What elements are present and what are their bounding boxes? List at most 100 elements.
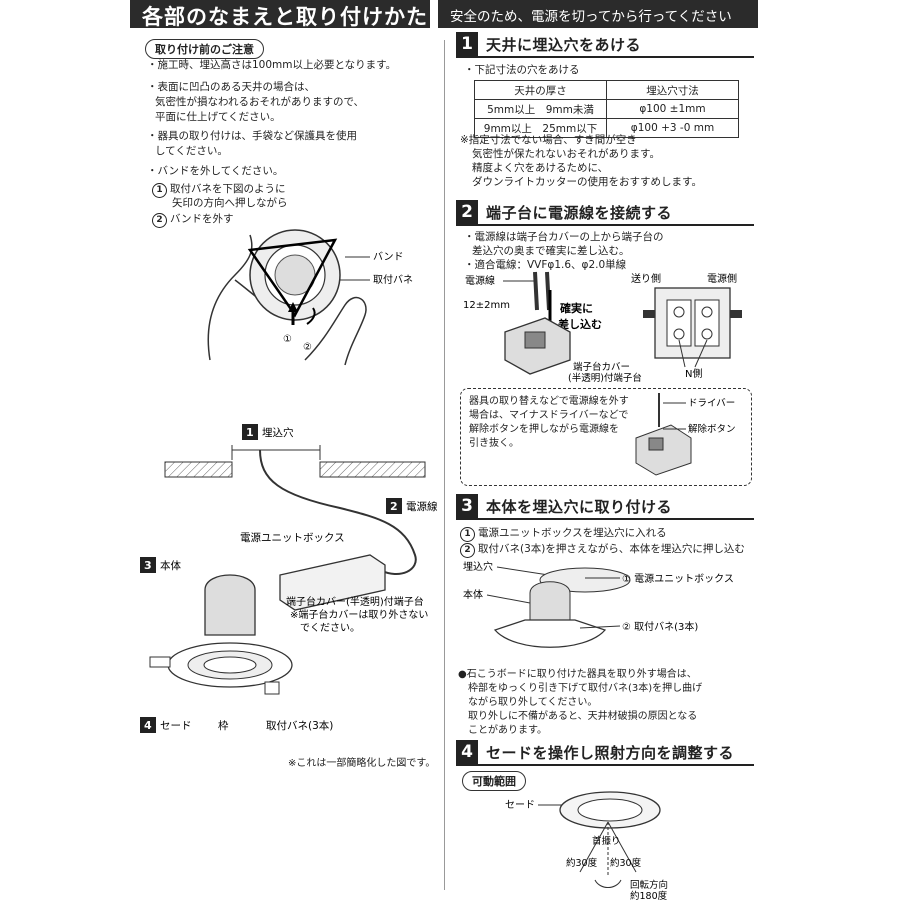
s4-lbl-rot-1: 回転方向 (630, 879, 668, 891)
section-1-note: ※指定寸法でない場合、すき間が空き (460, 134, 637, 146)
overview-terminal-label: 端子台カバー(半透明)付端子台 (286, 595, 424, 608)
table-header-row: 天井の厚さ 埋込穴寸法 (474, 80, 739, 100)
table-header: 天井の厚さ (474, 80, 607, 100)
removal-note-line: 解除ボタンを押しながら電源線を (469, 424, 619, 435)
overview-terminal-note2: でください。 (300, 622, 360, 634)
section-2-bullet: ・適合電線：VVFφ1.6、φ2.0単線 (464, 259, 627, 271)
page-title: 各部のなまえと取り付けかた (142, 5, 428, 29)
lbl-n: N側 (685, 367, 702, 380)
title-banner: 各部のなまえと取り付けかた (130, 0, 430, 29)
section-1-title: 天井に埋込穴をあける (486, 36, 642, 54)
precaution-line: ・バンドを外してください。 (147, 165, 284, 177)
hole-size-table: 天井の厚さ 埋込穴寸法 5mm以上 9mm未満 φ100 ±1mm 9mm以上 … (474, 80, 739, 138)
lbl-insert-2: 差し込む (558, 317, 602, 331)
release-button-diagram: ドライバー 解除ボタン (635, 393, 736, 476)
overview-shade-label: セード (160, 720, 192, 732)
section-4-title: セードを操作し照射方向を調整する (486, 744, 735, 762)
removal-warning: ながら取り外してください。 (468, 697, 598, 708)
lbl-out: 送り側 (631, 272, 661, 285)
overview-springs-label: 取付バネ(3本) (266, 719, 333, 732)
section-3-header: 3 本体を埋込穴に取り付ける (456, 494, 754, 520)
overview-terminal-note1: ※端子台カバーは取り外さない (290, 608, 428, 621)
marker-1: ① (283, 334, 292, 345)
lbl-wire: 電源線 (465, 274, 495, 287)
lbl-cover-1: 端子台カバー (573, 361, 630, 373)
section-1-note: ダウンライトカッターの使用をおすすめします。 (472, 176, 702, 188)
table-cell: 5mm以上 9mm未満 (474, 99, 607, 119)
lbl-cover-2: (半透明)付端子台 (568, 372, 642, 384)
s3-lbl-hole: 埋込穴 (463, 560, 493, 573)
overview-hole-label: 埋込穴 (262, 426, 294, 439)
safety-notice: 安全のため、電源を切ってから行ってください (450, 9, 732, 25)
section-1-intro: ・下記寸法の穴をあける (464, 64, 580, 76)
adjustment-range-diagram: セード 首振り 約30度 約30度 回転方向 約180度 (505, 791, 668, 900)
precaution-line: ・器具の取り付けは、手袋など保護具を使用 (147, 130, 357, 142)
safety-banner: 安全のため、電源を切ってから行ってください (438, 0, 758, 28)
column-divider (444, 40, 445, 890)
section-4-header: 4 セードを操作し照射方向を調整する (456, 740, 754, 766)
callout-band: バンド (373, 251, 404, 263)
band-step-1b: 矢印の方向へ押しながら (172, 197, 288, 209)
lbl-in: 電源側 (707, 272, 737, 285)
overview-num-1: 1 (246, 426, 254, 439)
s3-lbl-body: 本体 (463, 588, 483, 601)
removal-note-line: 引き抜く。 (469, 438, 519, 449)
precaution-line: ・施工時、埋込高さは100mm以上必要となります。 (147, 59, 397, 71)
lbl-release: 解除ボタン (688, 423, 736, 435)
lbl-insert-1: 確実に (560, 301, 593, 315)
overview-num-3: 3 (144, 559, 152, 572)
section-2-title: 端子台に電源線を接続する (486, 204, 673, 222)
section-2-bullet: ・電源線は端子台カバーの上から端子台の (464, 231, 664, 243)
table-row: 5mm以上 9mm未満 φ100 ±1mm (474, 99, 739, 119)
footnote: ※これは一部簡略化した図です。 (288, 758, 436, 769)
removal-note-line: 器具の取り替えなどで電源線を外す (469, 396, 629, 407)
s4-lbl-left: 約30度 (566, 857, 598, 869)
body-install-diagram: 埋込穴 本体 ① 電源ユニットボックス ② 取付バネ(3本) (463, 560, 734, 648)
section-3-title: 本体を埋込穴に取り付ける (486, 498, 673, 516)
table-header: 埋込穴寸法 (606, 80, 739, 100)
section-1-note: 気密性が保たれないおそれがあります。 (472, 148, 660, 160)
removal-warning: ことがあります。 (468, 725, 547, 736)
removal-warning: 枠部をゆっくり引き下げて取付バネ(3本)を押し曲げ (468, 683, 703, 694)
step-marker-1: 1 (152, 183, 167, 198)
callout-spring: 取付バネ (373, 273, 413, 286)
marker-2: ② (303, 342, 312, 353)
s4-lbl-right: 約30度 (610, 857, 642, 869)
s4-lbl-shade: セード (505, 799, 535, 811)
overview-num-2: 2 (390, 500, 398, 513)
overview-power-label: 電源線 (406, 500, 438, 513)
section-2-header: 2 端子台に電源線を接続する (456, 200, 754, 226)
section-1-header: 1 天井に埋込穴をあける (456, 32, 754, 58)
section-1-note: 精度よく穴をあけるために、 (472, 162, 609, 174)
overview-body-label: 本体 (160, 559, 181, 572)
table-row: 9mm以上 25mm以下 φ100 +3 -0 mm (474, 118, 739, 138)
lbl-driver: ドライバー (688, 398, 735, 409)
precaution-line: 平面に仕上げてください。 (155, 111, 281, 123)
removal-warning: 取り外しに不備があると、天井材破損の原因となる (468, 711, 698, 722)
step-marker-2: 2 (152, 213, 167, 228)
band-removal-illustration: ① ② バンド 取付バネ (207, 229, 413, 366)
precaution-line: 気密性が損なわれるおそれがありますので、 (155, 96, 365, 108)
s4-lbl-rot-2: 約180度 (630, 890, 668, 900)
section-2-bullet: 差込穴の奥まで確実に差し込む。 (472, 245, 630, 257)
overview-box-label: 電源ユニットボックス (240, 531, 345, 544)
precautions-label: 取り付け前のご注意 (145, 39, 264, 59)
overview-num-4: 4 (144, 719, 152, 732)
s4-lbl-tilt: 首振り (592, 835, 621, 847)
parts-overview-diagram: 1 埋込穴 2 電源線 電源ユニットボックス 3 本体 端子台カバー(半透明)付… (140, 424, 438, 733)
overview-frame-label: 枠 (218, 719, 229, 732)
precaution-line: してください。 (155, 145, 228, 157)
s3-lbl-springs: ② 取付バネ(3本) (622, 620, 698, 633)
terminal-wiring-diagram: 電源線 12±2mm 確実に 差し込む 端子台カバー (半透明)付端子台 送り側… (463, 271, 742, 384)
table-cell: 9mm以上 25mm以下 (474, 118, 607, 138)
range-label: 可動範囲 (462, 771, 526, 791)
precaution-line: ・表面に凹凸のある天井の場合は、 (147, 81, 315, 93)
removal-warning: ●石こうボードに取り付けた器具を取り外す場合は、 (458, 669, 697, 680)
lbl-strip: 12±2mm (463, 300, 510, 311)
s3-lbl-box: ① 電源ユニットボックス (622, 572, 734, 585)
table-cell: φ100 ±1mm (606, 99, 739, 119)
